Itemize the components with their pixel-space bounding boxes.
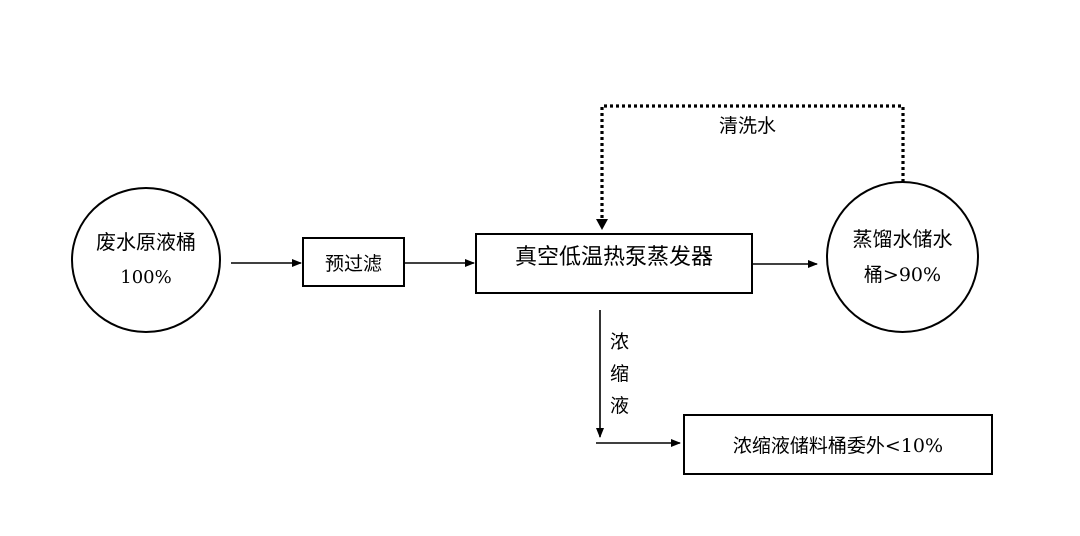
concentrate-storage-box: 浓缩液储料桶委外<10% — [683, 414, 993, 475]
distilled-water-tank: 蒸馏水储水 桶>90% — [826, 181, 979, 333]
distilled-tank-name: 蒸馏水储水 — [852, 227, 953, 251]
prefilter-box: 预过滤 — [302, 237, 405, 287]
evaporator-box: 真空低温热泵蒸发器 — [475, 233, 753, 294]
concentrate-char-3: 液 — [610, 395, 630, 417]
concentrate-vertical-label: 浓 缩 液 — [610, 326, 629, 422]
evaporator-label: 真空低温热泵蒸发器 — [514, 244, 713, 270]
prefilter-label: 预过滤 — [324, 252, 382, 275]
concentrate-storage-label: 浓缩液储料桶委外<10% — [732, 435, 944, 457]
concentrate-char-1: 浓 — [610, 331, 630, 353]
raw-tank-name: 废水原液桶 — [96, 230, 196, 254]
concentrate-char-2: 缩 — [610, 363, 630, 385]
distilled-tank-percent: 桶>90% — [863, 264, 942, 286]
raw-wastewater-tank: 废水原液桶 100% — [71, 187, 221, 333]
wash-water-arrow-head — [596, 219, 608, 230]
raw-tank-percent: 100% — [120, 267, 172, 288]
wash-water-label: 清洗水 — [719, 115, 777, 137]
wash-water-return-line — [600, 104, 905, 221]
